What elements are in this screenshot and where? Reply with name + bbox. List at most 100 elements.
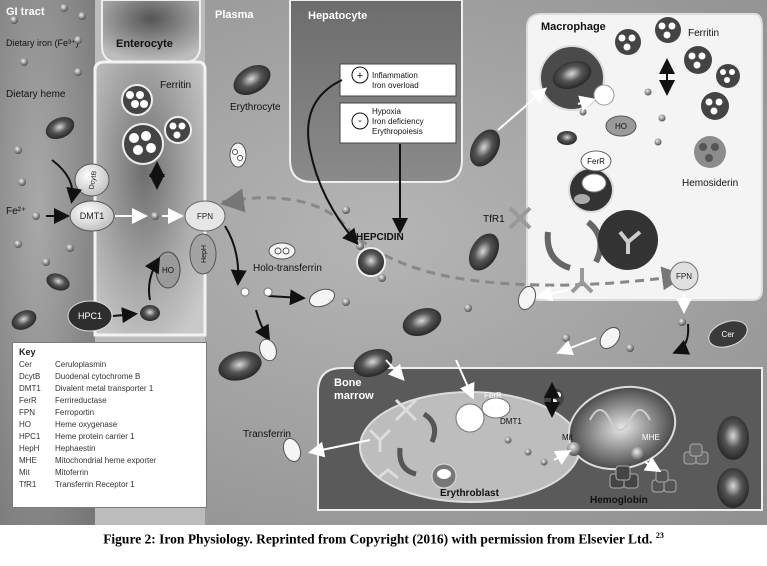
macrophage-phagosome [539,45,605,111]
down-symbol: - [358,115,362,127]
key-row: FerR Ferrireductase [19,395,200,407]
key-row: FPN Ferroportin [19,407,200,419]
down-line-2: Iron deficiency [372,117,424,126]
heph-protein: HepH [189,233,217,275]
iron-pool-dot [151,212,159,220]
svg-text:FPN: FPN [197,212,213,221]
caption-reference: 23 [655,531,664,540]
ferritin-clusters-enterocyte [121,84,192,165]
plasma-iron-dots [240,206,686,352]
key-full: Hephaestin [55,444,96,453]
marrow-white-arrows [308,337,662,473]
marrow-dmt1-group [455,397,511,433]
key-abbr: HO [19,420,31,429]
dmt1-protein: DMT1 [69,200,115,232]
key-abbr: Cer [19,360,32,369]
transferrin-label: Transferrin [243,429,291,440]
macrophage-vesicle [593,84,615,106]
marrow-endosomes [431,463,457,489]
transferrin-molecules [229,142,621,463]
svg-text:HO: HO [162,266,174,275]
heme-enterocyte [140,305,160,321]
up-line-2: Iron overload [372,81,419,90]
tfr1-receptor-endosome [598,210,658,270]
key-row: HepH Hephaestin [19,443,200,455]
macrophage-white-arrows [497,87,692,314]
key-full: Heme oxygenase [55,420,118,429]
svg-text:HepH: HepH [201,245,208,263]
fpn-enterocyte-protein: FPN [184,200,226,232]
enterocyte-top-cell [101,0,201,63]
tfr1-receptors [508,206,594,294]
marrow-iron-dots [504,436,548,466]
key-full: Divalent metal transporter 1 [55,384,154,393]
mit-transporter [567,442,581,456]
key-abbr: DcytB [19,372,41,381]
hemoglobin-molecules [609,443,709,493]
hepatocyte-arrows [307,79,408,246]
dietary-heme-cells [11,116,75,330]
key-full: Ceruloplasmin [55,360,107,369]
hepatocyte-label: Hepatocyte [308,10,367,22]
mitochondrion [567,385,677,471]
key-full: Ferrireductase [55,396,107,405]
key-legend: Key Cer Ceruloplasmin DcytB Duodenal cytoc… [12,342,207,508]
cer-protein: Cer [708,320,748,348]
ho-macrophage-protein: HO [605,115,637,137]
key-row: HO Heme oxygenase [19,419,200,431]
gi-tract-label: GI tract [6,6,45,18]
key-abbr: FPN [19,408,35,417]
dmt1-marrow-label: DMT1 [500,417,522,426]
hemosiderin-label: Hemosiderin [682,178,738,189]
key-abbr: Mit [19,468,30,477]
svg-text:FerR: FerR [587,157,605,166]
key-abbr: FerR [19,396,37,405]
dietary-iron-label: Dietary iron (Fe³⁺) [6,38,79,48]
key-abbr: DMT1 [19,384,41,393]
dcytb-protein: DcytB [74,163,110,197]
fpn-macrophage-protein: FPN [669,261,699,291]
ho-enterocyte-protein: HO [155,251,181,289]
svg-text:DcytB: DcytB [88,170,98,190]
hemoglobin-label: Hemoglobin [590,495,648,506]
key-full: Ferroportin [55,408,95,417]
holo-transferrin-label: Holo-transferrin [253,263,322,274]
enterocyte-arrows [46,159,306,342]
ferritin-enterocyte-label: Ferritin [160,80,191,91]
key-abbr: HepH [19,444,40,453]
cer-arrow [672,323,691,355]
mit-label: Mit [562,433,573,442]
svg-text:Cer: Cer [722,330,735,339]
key-row: DMT1 Divalent metal transporter 1 [19,383,200,395]
hpc1-protein: HPC1 [67,300,113,332]
macrophage-endosome [568,167,614,213]
down-line-3: Erythropoiesis [372,127,423,136]
erythrocytes [218,64,749,508]
key-full: Duodenal cytochrome B [55,372,141,381]
mhe-label: MHE [642,433,660,442]
macrophage-ferritin-clusters [615,17,740,168]
plasma-label: Plasma [215,9,254,21]
ferritin-macrophage-label: Ferritin [688,28,719,39]
regulator-downregulate-box: - Hypoxia Iron deficiency Erythropoiesis [339,102,457,144]
erythroblast-label: Erythroblast [440,488,500,499]
macrophage-heme [557,131,577,145]
key-title: Key [19,347,36,357]
key-full: Transferrin Receptor 1 [55,480,135,489]
caption-text: Figure 2: Iron Physiology. Reprinted fro… [103,531,653,547]
hepcidin-fpn-enterocyte-arrow [220,188,246,213]
up-symbol: + [357,70,363,82]
figure-caption: Figure 2: Iron Physiology. Reprinted fro… [0,531,767,548]
ferr-macrophage-protein: FerR [580,150,612,172]
erythrocyte-label: Erythrocyte [230,102,281,113]
key-abbr: HPC1 [19,432,41,441]
enterocyte-label: Enterocyte [116,38,173,50]
down-line-1: Hypoxia [372,107,401,116]
